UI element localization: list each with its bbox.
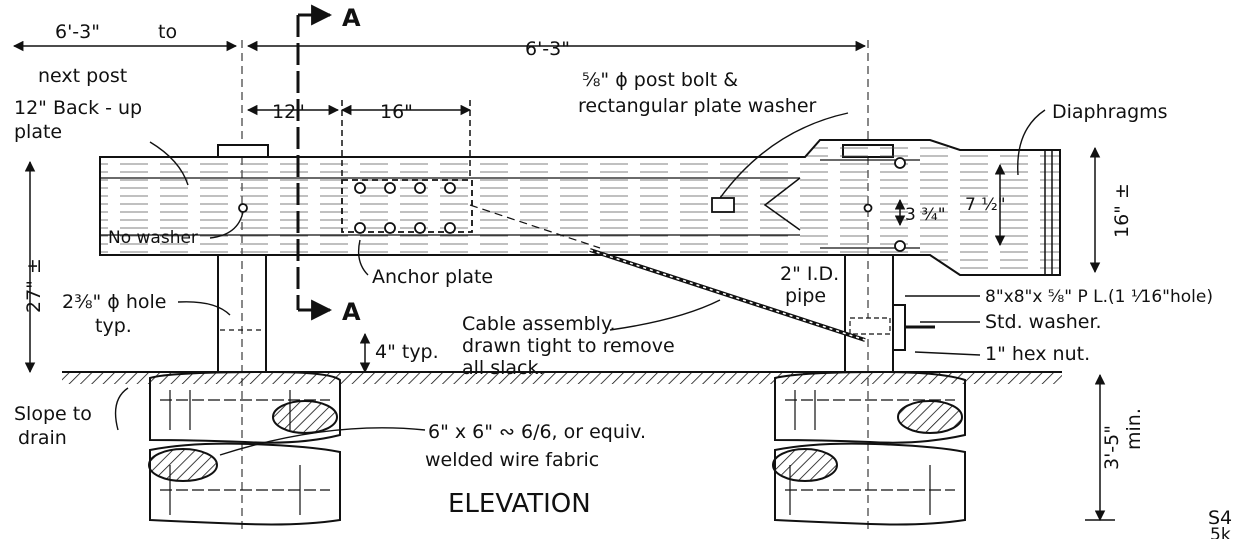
- section-mark-top: A: [342, 4, 361, 32]
- cable-label-2: drawn tight to remove: [462, 335, 675, 357]
- post-bolt-label-2: rectangular plate washer: [578, 95, 817, 117]
- slope-label-1: Slope to: [14, 403, 92, 425]
- backup-plate-label-1: 12" Back - up: [14, 97, 142, 119]
- pipe-label-1: 2" I.D.: [780, 263, 839, 285]
- next-post-label: next post: [38, 65, 127, 87]
- left-span-to: to: [158, 21, 177, 43]
- hole-label-1: 2⅜" ϕ hole: [62, 291, 167, 313]
- right-footing: [772, 370, 966, 526]
- elevation-title: ELEVATION: [448, 489, 591, 519]
- depth-4-dimension: 4" typ.: [375, 341, 439, 363]
- inner-7-5-dimension: 7 ½": [965, 195, 1006, 215]
- sheet-code-2: 5k: [1210, 525, 1231, 539]
- depth-min-word: min.: [1123, 408, 1145, 450]
- cable-assembly: [469, 204, 866, 342]
- hole-label-2: typ.: [95, 315, 132, 337]
- rail-height-dimension: 16" ±: [1111, 183, 1133, 238]
- anchor-plate-label: Anchor plate: [372, 266, 493, 288]
- cable-label-3: all slack.: [462, 357, 545, 379]
- spacing-12-dimension: 12": [272, 101, 305, 123]
- post-bolt-label-1: ⅝" ϕ post bolt &: [582, 69, 738, 91]
- no-washer-label: No washer: [108, 228, 198, 248]
- cable-label-1: Cable assembly.: [462, 313, 616, 335]
- right-post: [842, 40, 935, 530]
- spacing-16-dimension: 16": [380, 101, 413, 123]
- section-cut-line: [296, 4, 333, 321]
- section-mark-bottom: A: [342, 298, 361, 326]
- fabric-label-1: 6" x 6" ∾ 6/6, or equiv.: [428, 421, 646, 443]
- diaphragms-label: Diaphragms: [1052, 101, 1168, 123]
- main-span-dimension: 6'-3": [525, 38, 570, 60]
- dimension-lines: [12, 40, 1115, 522]
- backup-plate-label-2: plate: [14, 121, 62, 143]
- ground-line: [62, 371, 1062, 384]
- inner-3-75-dimension: 3 ¾": [905, 205, 946, 225]
- plate-label: 8"x8"x ⅝" P L.(1 ⅟16"hole): [985, 287, 1213, 307]
- slope-label-2: drain: [18, 427, 67, 449]
- pipe-label-2: pipe: [785, 285, 826, 307]
- leader-lines: [114, 109, 1046, 456]
- fabric-label-2: welded wire fabric: [425, 449, 599, 471]
- left-post: [217, 40, 269, 530]
- std-washer-label: Std. washer.: [985, 311, 1102, 333]
- depth-min-dimension: 3'-5": [1101, 425, 1123, 470]
- left-footing: [148, 370, 341, 526]
- height-27-dimension: 27" ±: [23, 258, 45, 313]
- sheet-code: S4: [1208, 507, 1232, 529]
- guard-rail: [99, 139, 1061, 276]
- left-span-dimension: 6'-3": [55, 21, 100, 43]
- hex-nut-label: 1" hex nut.: [985, 343, 1090, 365]
